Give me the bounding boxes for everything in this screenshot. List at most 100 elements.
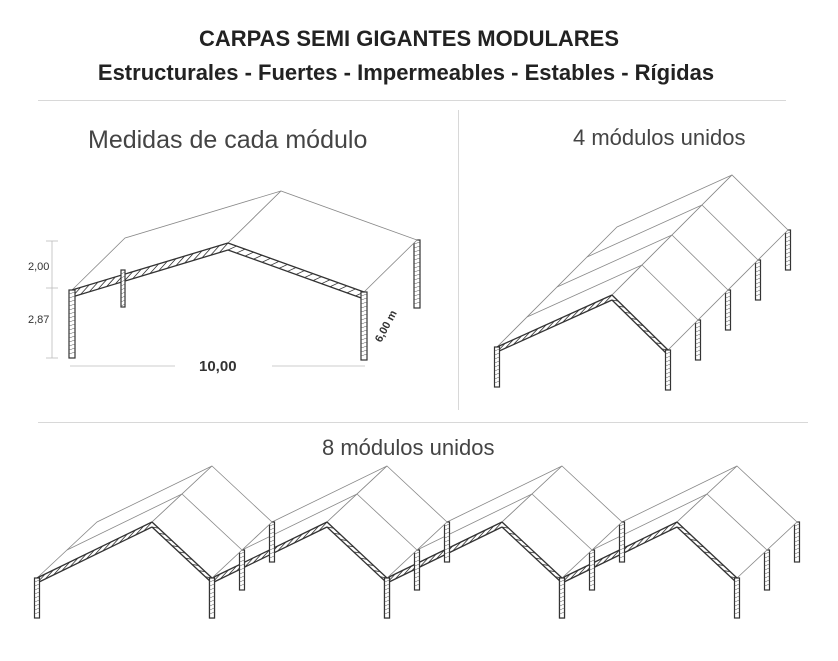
post-lattice <box>120 275 126 279</box>
post-lattice <box>794 547 800 551</box>
truss-web <box>260 549 270 560</box>
post-lattice <box>785 231 791 235</box>
truss-web <box>175 255 185 266</box>
truss-web <box>703 551 711 554</box>
post-lattice <box>665 367 671 371</box>
truss-web <box>143 521 153 532</box>
roof-seam <box>526 264 643 318</box>
post-lattice <box>785 235 791 239</box>
post-lattice <box>360 333 368 337</box>
post-lattice <box>764 575 770 579</box>
post-lattice <box>755 261 761 265</box>
post <box>793 521 801 563</box>
truss-web <box>141 266 151 277</box>
truss-web <box>508 532 516 535</box>
truss-web <box>228 565 237 576</box>
post-lattice <box>239 567 245 571</box>
width-label: 10,00 <box>199 358 237 375</box>
truss-bottom-chord <box>151 526 213 584</box>
four-modules-diagram <box>493 174 792 391</box>
post-lattice <box>494 352 500 356</box>
post-lattice <box>755 269 761 273</box>
post-lattice <box>68 339 76 343</box>
truss-web <box>373 570 381 573</box>
truss-web <box>649 336 656 339</box>
post-lattice <box>734 587 740 591</box>
post-lattice <box>785 255 791 259</box>
truss-web <box>227 245 237 251</box>
post-lattice <box>384 607 390 611</box>
post-lattice <box>414 559 420 563</box>
post-lattice <box>589 567 595 571</box>
truss-web <box>602 553 612 564</box>
post <box>120 269 126 308</box>
post-lattice <box>619 543 625 547</box>
post-lattice <box>239 559 245 563</box>
post-lattice <box>68 291 76 295</box>
truss-web <box>89 281 99 293</box>
truss-web <box>636 324 644 326</box>
post-lattice <box>725 323 731 327</box>
post <box>443 521 451 563</box>
truss-web <box>710 557 718 560</box>
truss-web <box>219 242 229 253</box>
post-lattice <box>360 341 368 345</box>
truss-web <box>366 563 374 566</box>
post-lattice <box>725 303 731 307</box>
post-lattice <box>209 591 215 595</box>
truss-web <box>627 541 637 552</box>
truss-web <box>562 313 572 323</box>
post-lattice <box>414 579 420 583</box>
middle-divider <box>38 422 808 423</box>
post-lattice <box>120 303 126 307</box>
truss-web <box>554 317 564 327</box>
post-lattice <box>269 535 275 539</box>
truss-web <box>513 335 522 345</box>
post-lattice <box>360 329 368 333</box>
post-lattice <box>725 319 731 323</box>
post-lattice <box>589 559 595 563</box>
post-lattice <box>269 539 275 543</box>
truss-web <box>219 569 229 580</box>
truss-web <box>151 526 159 529</box>
post-lattice <box>68 327 76 331</box>
truss-web <box>149 263 159 274</box>
truss-web <box>270 261 280 266</box>
post-lattice <box>269 543 275 547</box>
truss-web <box>696 545 704 548</box>
post-lattice <box>785 259 791 263</box>
truss-web <box>655 342 662 345</box>
post-lattice <box>755 293 761 297</box>
post-lattice <box>734 583 740 587</box>
four-modules-heading: 4 módulos unidos <box>573 125 746 150</box>
post-lattice <box>360 301 368 305</box>
post-lattice <box>619 535 625 539</box>
truss-web <box>611 299 619 302</box>
post-lattice <box>34 583 40 587</box>
truss-bottom-chord <box>501 526 563 584</box>
roof-seam <box>181 493 243 551</box>
post-lattice <box>68 319 76 323</box>
post-lattice <box>764 559 770 563</box>
truss-web <box>578 565 587 576</box>
post-lattice <box>34 607 40 611</box>
truss-web <box>329 282 339 288</box>
post-lattice <box>239 555 245 559</box>
truss-web <box>652 529 661 540</box>
post-lattice <box>120 287 126 291</box>
post-lattice <box>413 261 421 265</box>
post <box>383 577 391 619</box>
truss-web <box>184 253 194 264</box>
roof-seam <box>416 493 533 551</box>
truss-web <box>61 561 71 572</box>
truss-top-chord <box>326 521 388 579</box>
truss-web <box>287 267 297 272</box>
truss-web <box>158 261 168 272</box>
post-lattice <box>360 345 368 349</box>
post-lattice <box>494 364 500 368</box>
post <box>33 577 41 619</box>
truss-web <box>535 557 543 560</box>
post-lattice <box>785 243 791 247</box>
